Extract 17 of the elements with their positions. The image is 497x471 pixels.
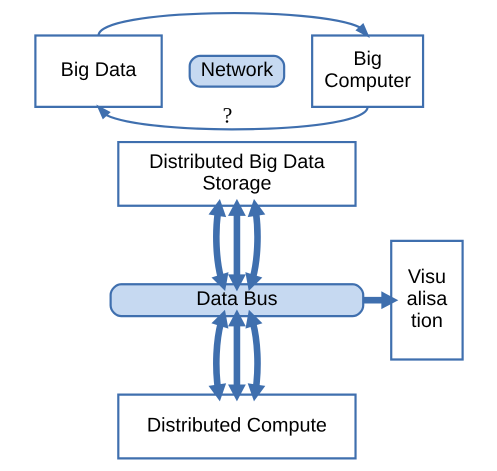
arrow [208,310,228,402]
node-box: Distributed Compute [116,394,356,460]
arrow [228,198,246,292]
arrow [244,198,265,292]
edge-label: ? [222,102,232,128]
arrow [208,198,228,292]
arrow [96,104,368,130]
node-box: Distributed Big Data Storage [116,140,356,207]
arrow [228,309,246,402]
arrow [97,12,370,38]
arrow [244,310,265,402]
node-box: Big Computer [310,34,424,108]
node-box: Data Bus [109,283,364,318]
node-box: Big Data [34,34,162,108]
node-box: Network [188,54,285,88]
arrow [362,291,398,310]
node-box: Visu alisa tion [390,240,464,361]
